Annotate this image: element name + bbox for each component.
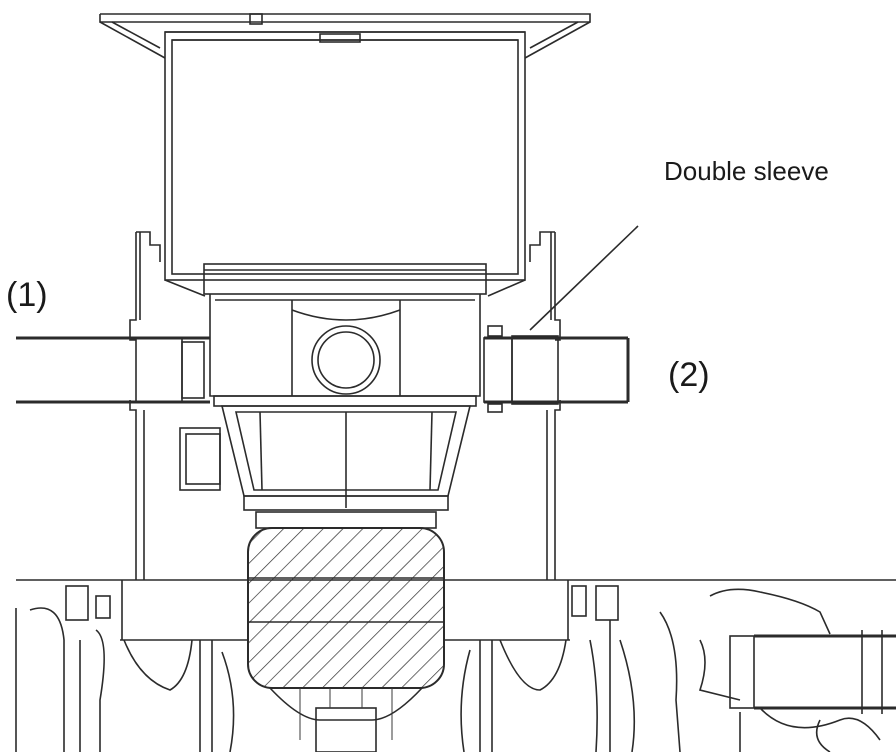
right-column <box>529 231 569 640</box>
lower-tank-right <box>460 620 636 752</box>
inlet-label: (1) <box>6 276 48 314</box>
filter-stack <box>247 511 445 689</box>
inlet-pipe <box>16 336 210 404</box>
upper-chamber <box>164 31 526 297</box>
central-housing <box>203 263 487 407</box>
outlet-label: (2) <box>668 356 710 394</box>
top-cover <box>99 13 591 59</box>
lower-tank-left <box>15 607 235 752</box>
filter-basket <box>179 405 472 511</box>
sleeve-leader-line <box>529 225 639 331</box>
double-sleeve-label: Double sleeve <box>664 156 829 186</box>
outlet-pipe <box>483 325 630 413</box>
bottom-outlet <box>269 687 423 752</box>
lower-band <box>16 579 896 641</box>
left-column <box>121 231 161 640</box>
external-pipe <box>659 588 896 752</box>
